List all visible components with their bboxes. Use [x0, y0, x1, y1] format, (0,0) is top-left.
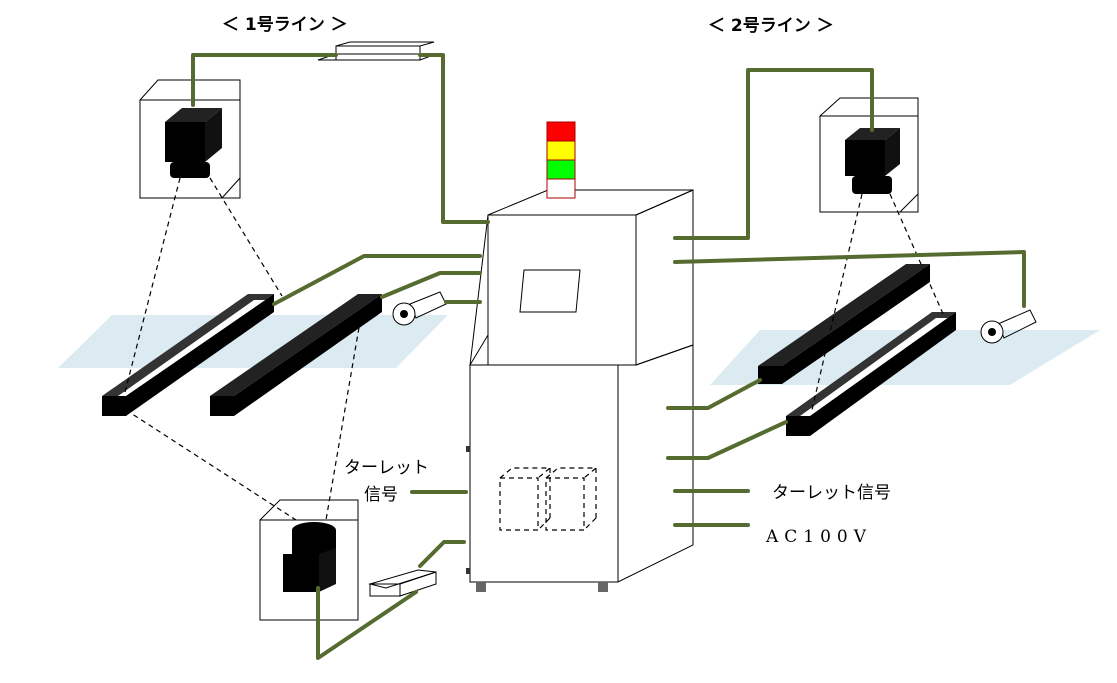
line1-bottom-camera — [259, 499, 359, 621]
connector-mark — [466, 568, 470, 574]
line2-sensor — [980, 309, 1037, 344]
signal-tower-lamp — [546, 178, 576, 199]
power-label: AC100V — [765, 527, 872, 547]
signal-tower — [546, 121, 576, 199]
line1-top-light-unit — [317, 41, 437, 61]
line2-top-camera — [819, 97, 919, 213]
line2-light-bar-1 — [758, 264, 930, 384]
line1-light-bar-1 — [102, 294, 274, 416]
cabinet-foot-right — [598, 582, 608, 592]
cables — [191, 53, 1026, 660]
cabinet-internal-units — [499, 467, 598, 531]
controller-cabinet — [469, 189, 694, 592]
turret-signal-label-left-line1: ターレット — [344, 458, 429, 478]
line1-title: ＜ 1号ライン ＞ — [222, 15, 348, 35]
cabinet-display — [519, 269, 581, 313]
turret-signal-label-left-line2: 信号 — [364, 485, 398, 505]
signal-tower-lamp — [546, 121, 576, 142]
turret-signal-label-right: ターレット信号 — [772, 483, 891, 503]
cabinet-foot-left — [476, 582, 486, 592]
signal-tower-lamp — [546, 140, 576, 161]
line1-top-camera — [139, 79, 241, 199]
connector-mark — [466, 446, 470, 452]
line2-light-bar-2 — [786, 312, 956, 436]
line1-light-bar-2 — [210, 294, 382, 416]
signal-tower-lamp — [546, 159, 576, 180]
line2-title: ＜ 2号ライン ＞ — [708, 16, 834, 36]
line1-bottom-light-unit — [368, 569, 437, 597]
